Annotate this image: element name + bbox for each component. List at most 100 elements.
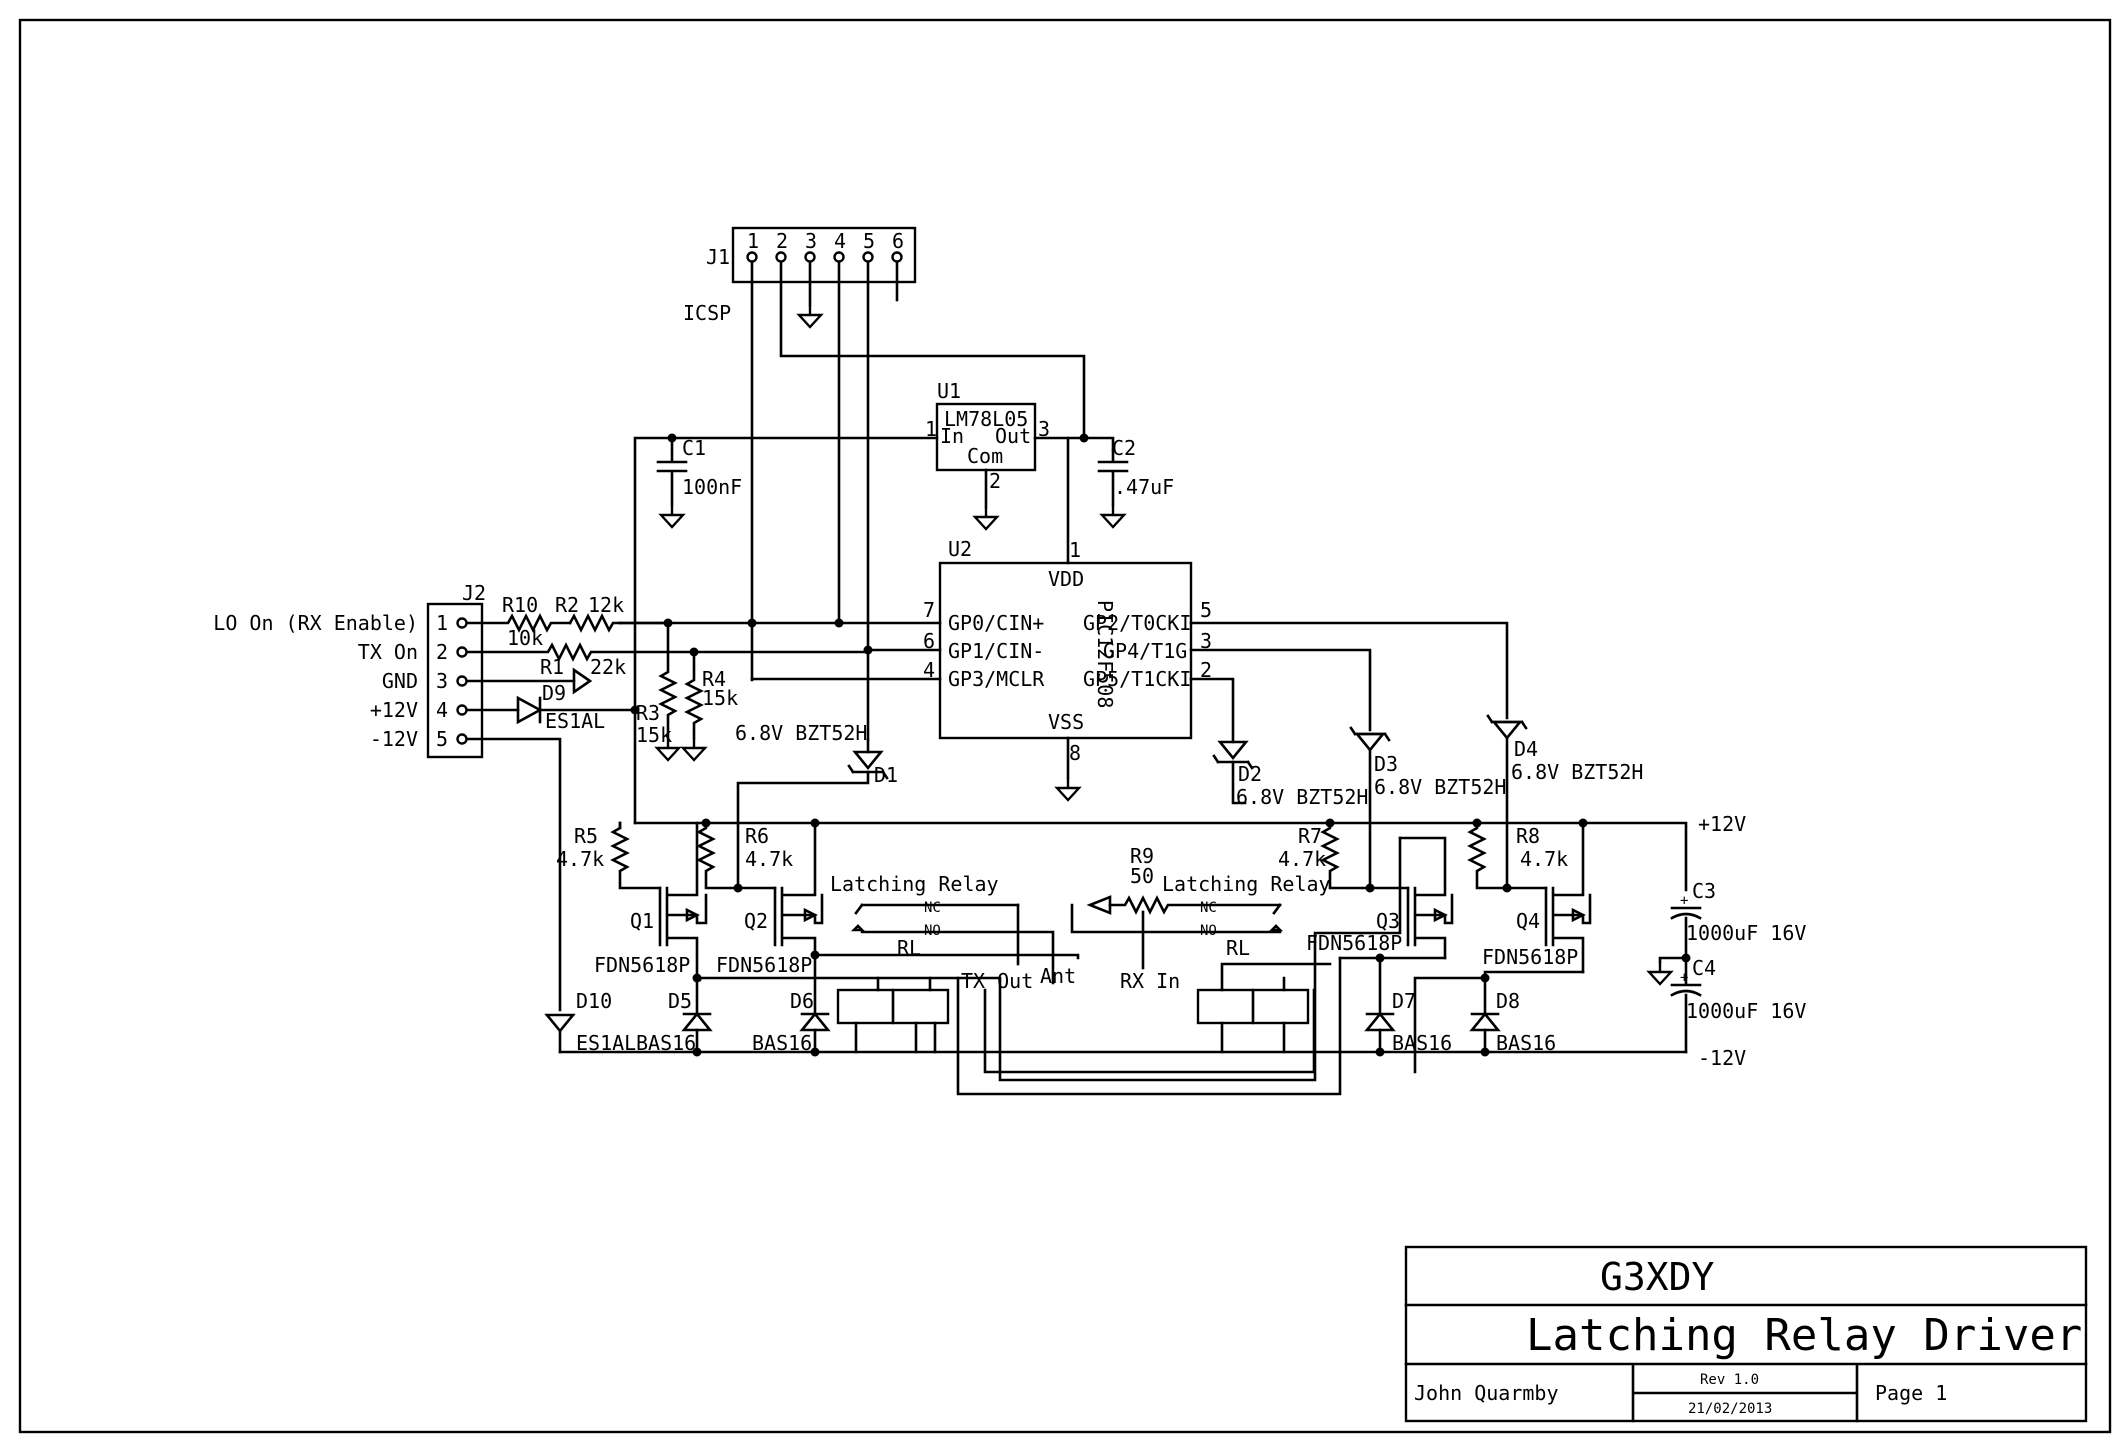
- date: 21/02/2013: [1688, 1401, 1772, 1417]
- c3-value: 1000uF 16V: [1686, 921, 1806, 945]
- r1-value: 22k: [590, 655, 626, 679]
- diode-d6: D6 BAS16: [752, 953, 831, 1055]
- latching-relay-tx: Latching Relay NC NO RL TX Out Ant: [830, 872, 1076, 1054]
- r2-ref: R2: [555, 593, 579, 617]
- u1-pin-com: 2: [989, 469, 1001, 493]
- diode-d8: D8 BAS16: [1469, 976, 1556, 1055]
- u2-pin-1: 1: [1069, 538, 1081, 562]
- r8-ref: R8: [1516, 824, 1540, 848]
- d8-ref: D8: [1496, 989, 1520, 1013]
- author: John Quarmby: [1414, 1381, 1559, 1405]
- j2-signal-neg12: -12V: [370, 727, 418, 751]
- r4-value: 15k: [702, 686, 738, 710]
- q1-ref: Q1: [630, 909, 654, 933]
- resistor-r4: R4 15k: [681, 650, 738, 762]
- revision: Rev 1.0: [1700, 1372, 1759, 1388]
- d7-value: BAS16: [1392, 1031, 1452, 1055]
- r2-value: 12k: [588, 593, 624, 617]
- c2-ref: C2: [1112, 436, 1136, 460]
- d8-value: BAS16: [1496, 1031, 1556, 1055]
- j2-signal-pos12: +12V: [370, 698, 418, 722]
- u2-vss: VSS: [1048, 710, 1084, 734]
- r6-ref: R6: [745, 824, 769, 848]
- q4-ref: Q4: [1516, 909, 1540, 933]
- d1-ref: D1: [874, 763, 898, 787]
- u1-part: LM78L05: [944, 407, 1028, 431]
- c1-value: 100nF: [682, 475, 742, 499]
- d1-value: 6.8V BZT52H: [735, 721, 867, 745]
- mosfet-q2: Q2 FDN5618P: [716, 821, 824, 977]
- u2-pin-5: 5: [1200, 598, 1212, 622]
- relay1-ant: Ant: [1040, 964, 1076, 988]
- u2-gp1: GP1/CIN-: [948, 639, 1044, 663]
- r7-value: 4.7k: [1278, 847, 1326, 871]
- j1-pin-1: 1: [747, 229, 759, 253]
- d10-value: ES1AL: [576, 1031, 636, 1055]
- d3-value: 6.8V BZT52H: [1374, 775, 1506, 799]
- d2-ref: D2: [1238, 762, 1262, 786]
- capacitor-c3: + C3 1000uF 16V: [1670, 879, 1806, 960]
- zener-d2: D2 6.8V BZT52H: [1189, 677, 1368, 809]
- page-number: Page 1: [1875, 1381, 1947, 1405]
- latching-relay-rx: Latching Relay R9 50 NC NO RL RX In: [1070, 844, 1332, 1054]
- u2-gp0: GP0/CIN+: [948, 611, 1044, 635]
- r3-ref: R3: [636, 701, 660, 725]
- diode-d7: D7 BAS16: [1364, 956, 1452, 1055]
- j1-pin-5: 5: [863, 229, 875, 253]
- c4-value: 1000uF 16V: [1686, 999, 1806, 1023]
- zener-d1: 6.8V BZT52H D1: [735, 721, 898, 825]
- d9-ref: D9: [542, 681, 566, 705]
- r10-value: 10k: [507, 626, 543, 650]
- c2-value: .47uF: [1114, 475, 1174, 499]
- q4-part: FDN5618P: [1482, 945, 1578, 969]
- d6-value: BAS16: [752, 1031, 812, 1055]
- d7-ref: D7: [1392, 989, 1416, 1013]
- relay1-nc: NC: [924, 900, 941, 916]
- zener-d4: D4 6.8V BZT52H: [1189, 621, 1643, 890]
- d4-ref: D4: [1514, 737, 1538, 761]
- d6-ref: D6: [790, 989, 814, 1013]
- j1-ref: J1: [706, 245, 730, 269]
- u2-gp2: GP2/T0CKI: [1083, 611, 1191, 635]
- relay2-rx-in: RX In: [1120, 969, 1180, 993]
- u2-gp4: GP4/T1G: [1103, 639, 1187, 663]
- regulator-u1: U1 LM78L05 In Out Com 1 3 2: [925, 379, 1050, 493]
- u1-in: In: [940, 424, 964, 448]
- r7-ref: R7: [1298, 824, 1322, 848]
- d5-ref: D5: [668, 989, 692, 1013]
- resistor-r10: R10 10k: [465, 593, 572, 650]
- d2-value: 6.8V BZT52H: [1236, 785, 1368, 809]
- j2-pin-4: 4: [436, 698, 448, 722]
- d4-value: 6.8V BZT52H: [1511, 760, 1643, 784]
- j1-pin-3: 3: [805, 229, 817, 253]
- q3-part: FDN5618P: [1306, 931, 1402, 955]
- u2-pin-4: 4: [923, 658, 935, 682]
- resistor-r1: R1 22k: [465, 642, 870, 679]
- c3-ref: C3: [1692, 879, 1716, 903]
- drawing-title: Latching Relay Driver: [1526, 1310, 2082, 1361]
- relay1-tx-out: TX Out: [961, 969, 1033, 993]
- u2-part: PIC12F508: [1093, 600, 1117, 708]
- r10-ref: R10: [502, 593, 538, 617]
- r8-value: 4.7k: [1520, 847, 1568, 871]
- q2-ref: Q2: [744, 909, 768, 933]
- zener-d3: D3 6.8V BZT52H: [1189, 648, 1506, 890]
- u2-gp3: GP3/MCLR: [948, 667, 1045, 691]
- r5-value: 4.7k: [556, 847, 604, 871]
- u1-com: Com: [967, 444, 1003, 468]
- relay2-no: NO: [1200, 923, 1217, 939]
- u1-out: Out: [995, 424, 1031, 448]
- sheet-border: [18, 18, 2112, 1434]
- r1-ref: R1: [540, 655, 564, 679]
- mosfet-q4: Q4 FDN5618P: [1482, 821, 1592, 974]
- u2-pin-6: 6: [923, 629, 935, 653]
- capacitor-c1: C1 100nF: [656, 436, 742, 529]
- c4-ref: C4: [1692, 956, 1716, 980]
- capacitor-c2: C2 .47uF: [1097, 436, 1174, 529]
- resistor-r7: R7 4.7k: [1278, 821, 1410, 890]
- j2-signal-gnd: GND: [382, 669, 418, 693]
- title-block: G3XDY Latching Relay Driver John Quarmby…: [1404, 1245, 2088, 1423]
- relay2-rl: RL: [1226, 936, 1250, 960]
- u2-ref: U2: [948, 537, 972, 561]
